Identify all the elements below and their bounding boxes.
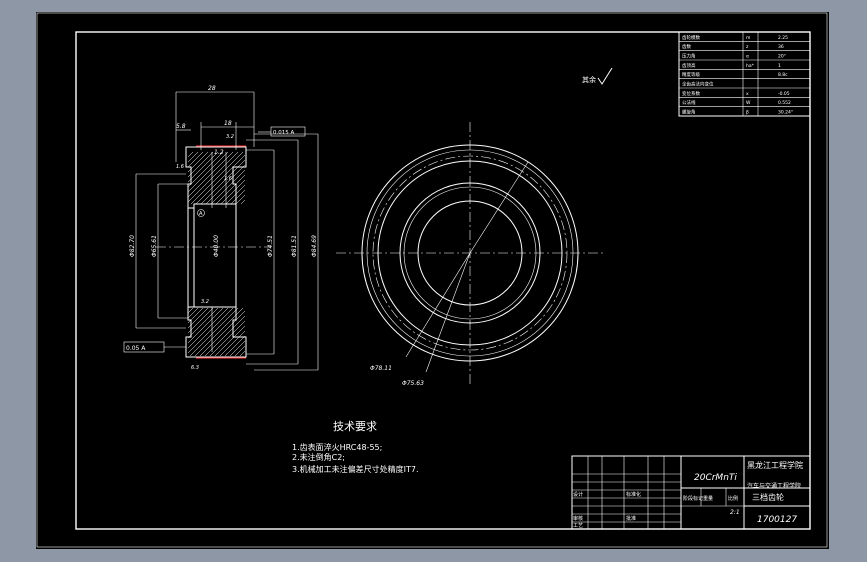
dia-mid: Φ40.00 — [213, 235, 220, 257]
datum-circle — [197, 209, 205, 217]
ra-bottom: 6.3 — [191, 365, 199, 371]
ra-top: 3.2 — [226, 134, 234, 140]
runout-frame-top — [270, 126, 306, 137]
tb-label-ratio: 比例 — [728, 495, 738, 502]
drawing-canvas: 齿轮模数 m 2.25 齿数 z 36 压力角 α 20° 齿顶高 ha* 1 精度等级 8.8c 全齿高法… — [36, 12, 829, 549]
param-name-3: 齿顶高 — [682, 62, 696, 69]
tb-material: 20CrMnTi — [694, 473, 737, 483]
param-val-7: 0.552 — [778, 100, 791, 106]
param-name-8: 螺旋角 — [682, 109, 696, 116]
tb-dept: 汽车与交通工程学院 — [747, 482, 801, 490]
front-view: Φ78.11 Φ75.63 — [336, 122, 604, 387]
param-name-5: 全齿高法向变位 — [682, 81, 714, 88]
param-val-8: 30.24° — [778, 110, 793, 116]
dia-left-2: Φ65.61 — [151, 235, 158, 257]
tech-requirements: 技术要求 1.齿表面淬火HRC48-55; 2.未注倒角C2; 3.机械加工未注… — [292, 420, 419, 474]
roughness-symbol-icon — [597, 67, 613, 85]
tb-label-check: 审核 — [573, 515, 583, 522]
tb-part-name: 三档齿轮 — [752, 492, 784, 502]
runout-top-text: 0.015 A — [273, 130, 294, 136]
param-name-0: 齿轮模数 — [682, 34, 700, 41]
dia-right-2: Φ81.51 — [291, 235, 298, 257]
hatch-bottom — [187, 307, 246, 357]
param-name-6: 变位系数 — [682, 90, 700, 97]
tech-req-item-2: 2.未注倒角C2; — [292, 452, 345, 462]
param-sym-6: x — [746, 92, 749, 97]
ra-mid: 1.6 — [224, 176, 232, 182]
param-val-4: 8.8c — [778, 72, 788, 78]
runout-left-text: 0.05 A — [126, 345, 146, 352]
param-val-6: -0.05 — [778, 91, 790, 97]
datum-label: A — [199, 211, 203, 217]
tb-label-process: 工艺 — [573, 523, 583, 529]
tb-label-std: 标准化 — [626, 491, 641, 498]
dim-chamfer: 1.2 — [214, 149, 224, 156]
dim-hub-width: 18 — [224, 120, 232, 127]
dia-right-1: Φ74.51 — [267, 235, 274, 257]
inner-frame — [75, 31, 811, 530]
circle-dim-1: Φ78.11 — [370, 365, 392, 372]
tech-req-title: 技术要求 — [333, 420, 377, 433]
circle-dim-2: Φ75.63 — [402, 380, 424, 387]
dim-top-width: 28 — [208, 85, 216, 92]
param-sym-1: z — [746, 45, 749, 50]
param-val-1: 36 — [778, 44, 784, 50]
outer-border — [36, 12, 828, 548]
drawing-svg: 齿轮模数 m 2.25 齿数 z 36 压力角 α 20° 齿顶高 ha* 1 精度等级 8.8c 全齿高法… — [36, 12, 828, 548]
bore-circle — [417, 200, 523, 306]
leader-d1 — [405, 252, 471, 358]
tb-drawing-no: 1700127 — [757, 515, 797, 525]
param-name-2: 压力角 — [682, 53, 696, 60]
param-sym-2: α — [746, 55, 749, 60]
tb-school: 黑龙江工程学院 — [747, 460, 803, 470]
param-val-0: 2.25 — [778, 35, 788, 41]
param-name-4: 精度等级 — [682, 71, 700, 78]
params-table: 齿轮模数 m 2.25 齿数 z 36 压力角 α 20° 齿顶高 ha* 1 精度等级 8.8c 全齿高法… — [678, 31, 811, 117]
param-val-2: 20° — [778, 54, 786, 60]
dim-left-gap: 5.8 — [176, 123, 186, 130]
hatch-top — [187, 151, 246, 205]
section-bottom-outline — [185, 306, 247, 358]
param-sym-7: W — [746, 100, 751, 106]
tech-req-item-1: 1.齿表面淬火HRC48-55; — [292, 442, 382, 452]
roughness-note: 其余 — [582, 67, 613, 85]
param-name-7: 公法线 — [682, 99, 696, 106]
section-view: 28 18 5.8 1.2 0.015 A 3.2 1.6 3.2 6.3 1.… — [123, 85, 319, 371]
leader-d2 — [425, 252, 471, 373]
tb-scale: 2:1 — [730, 509, 740, 516]
param-val-3: 1 — [778, 63, 781, 69]
outer-circle — [361, 144, 579, 362]
param-sym-3: ha* — [746, 63, 755, 69]
dia-left-1: Φ82.70 — [129, 235, 136, 257]
tb-label-design: 设计 — [573, 491, 583, 498]
section-top-outline — [185, 146, 247, 209]
title-block: 设计 标准化 审核 工艺 批准 阶段标记 重量 比例 2:1 20CrMnTi … — [571, 455, 811, 530]
tech-req-item-3: 3.机械加工未注偏差尺寸处精度IT7. — [292, 464, 419, 474]
dia-right-3: Φ84.69 — [311, 235, 318, 257]
pitch-circle — [372, 155, 568, 351]
roughness-note-text: 其余 — [582, 75, 596, 84]
ra-low: 3.2 — [201, 299, 209, 305]
ra-left: 1.6 — [176, 164, 184, 170]
tb-label-approve: 批准 — [626, 515, 636, 522]
tb-label-stage: 阶段标记 — [683, 495, 703, 502]
tb-label-weight: 重量 — [703, 495, 713, 502]
param-sym-8: β — [746, 110, 749, 116]
param-name-1: 齿数 — [682, 43, 691, 50]
param-sym-0: m — [746, 36, 750, 41]
